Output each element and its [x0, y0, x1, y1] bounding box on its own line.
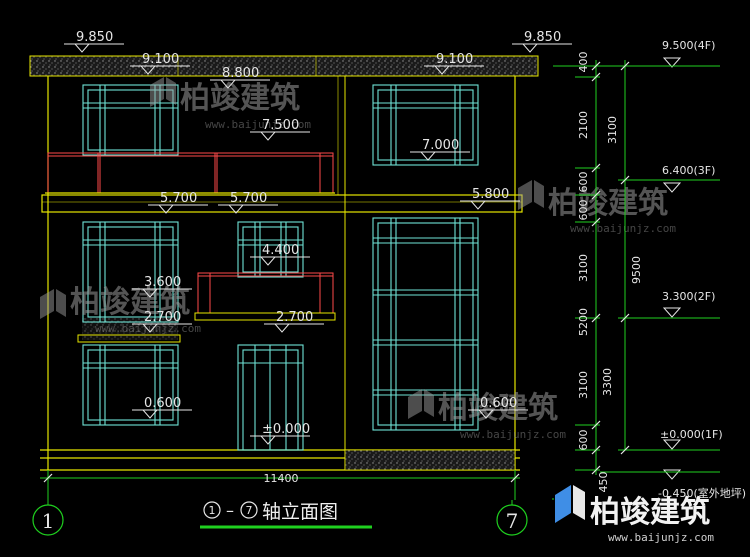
axis-bubble-left: 1: [32, 500, 64, 536]
elevation-label: 9.850: [76, 30, 113, 45]
plinth-hatch: [344, 449, 516, 471]
svg-text:www.baijunjz.com: www.baijunjz.com: [460, 428, 566, 441]
svg-text:600: 600: [577, 430, 590, 451]
elevation-triangle: [157, 204, 175, 214]
svg-text:柏竣建筑: 柏竣建筑: [590, 495, 710, 530]
elevation-triangle: [141, 288, 159, 298]
elevation-triangle: [433, 65, 451, 75]
svg-text:柏竣建筑: 柏竣建筑: [70, 285, 190, 320]
elevation-marks: 9.850 9.850 9.100 8.800 9.100 7.500 7.000 5.700…: [64, 30, 682, 480]
svg-text:www.baijunjz.com: www.baijunjz.com: [570, 222, 676, 235]
elevation-triangle: [477, 409, 495, 419]
elevation-label: 5.800: [472, 187, 509, 202]
elevation-label: 7.000: [422, 138, 459, 153]
overall-width-label: 11400: [264, 472, 299, 485]
svg-text:www.baijunjz.com: www.baijunjz.com: [608, 531, 714, 544]
svg-text:3100: 3100: [606, 116, 619, 144]
watermark-logo-corner: 柏竣建筑 www.baijunjz.com: [555, 485, 714, 544]
svg-text:7: 7: [246, 504, 253, 517]
svg-text:www.baijunjz.com: www.baijunjz.com: [205, 118, 311, 131]
svg-text:3100: 3100: [577, 254, 590, 282]
elevation-label: 7.500: [262, 118, 299, 133]
elevation-label: 2.700: [144, 310, 181, 325]
elevation-triangle: [259, 256, 277, 266]
watermark-logo: 柏竣建筑 www.baijunjz.com: [408, 389, 566, 441]
level-triangle: [662, 182, 682, 193]
elevation-triangle: [259, 435, 277, 445]
right-dimension-texts: 400 2100 600 600 3100 5200 3300 600 450 …: [577, 52, 643, 493]
svg-text:5200: 5200: [577, 308, 590, 336]
svg-text:7: 7: [506, 509, 519, 533]
level-triangle: [662, 439, 682, 450]
elevation-triangle: [259, 131, 277, 141]
elevation-triangle: [469, 200, 487, 210]
roof-parapet: [29, 55, 539, 77]
elevation-label: ±0.000: [262, 422, 310, 437]
elevation-label: 2.700: [276, 310, 313, 325]
elevation-triangle: [141, 323, 159, 333]
svg-text:6.400(3F): 6.400(3F): [662, 164, 715, 177]
svg-text:1: 1: [42, 509, 55, 533]
elevation-label: 4.400: [262, 243, 299, 258]
elevation-triangle: [139, 65, 157, 75]
svg-text:3.300(2F): 3.300(2F): [662, 290, 715, 303]
svg-text:600: 600: [577, 200, 590, 221]
svg-text:轴立面图: 轴立面图: [262, 501, 338, 523]
elevation-label: 5.700: [230, 191, 267, 206]
svg-text:–: –: [226, 501, 234, 520]
elevation-label: 9.850: [524, 30, 561, 45]
drawing-title: 1 – 7 轴立面图: [200, 501, 372, 529]
elevation-label: 3.600: [144, 275, 181, 290]
elevation-triangle: [73, 43, 91, 53]
watermark-logo: 柏竣建筑 www.baijunjz.com: [40, 285, 201, 335]
svg-text:柏竣建筑: 柏竣建筑: [438, 391, 558, 426]
elevation-label: 9.100: [142, 52, 179, 67]
elevation-triangle: [141, 409, 159, 419]
svg-text:600: 600: [577, 172, 590, 193]
svg-text:柏竣建筑: 柏竣建筑: [180, 81, 300, 116]
svg-text:-0.450(室外地坪): -0.450(室外地坪): [658, 486, 746, 500]
elevation-label: 0.600: [480, 396, 517, 411]
elevation-triangle: [219, 79, 237, 89]
svg-text:450: 450: [597, 472, 610, 493]
elevation-label: 0.600: [144, 396, 181, 411]
elevation-triangle: [273, 323, 291, 333]
watermark-logo: 柏竣建筑 www.baijunjz.com: [150, 77, 311, 131]
svg-text:9.500(4F): 9.500(4F): [662, 39, 715, 52]
dimension-ticks: [43, 61, 630, 483]
axis-bubble-right: 7: [496, 500, 528, 536]
svg-text:柏竣建筑: 柏竣建筑: [548, 186, 668, 221]
svg-text:2100: 2100: [577, 111, 590, 139]
level-triangle: [662, 469, 682, 480]
elevation-label: 9.100: [436, 52, 473, 67]
svg-text:1: 1: [209, 504, 216, 517]
svg-text:www.baijunjz.com: www.baijunjz.com: [95, 322, 201, 335]
elevation-label: 5.700: [160, 191, 197, 206]
balcony-railings: [45, 152, 336, 343]
elevation-label: 8.800: [222, 66, 259, 81]
level-triangle: [662, 307, 682, 318]
svg-text:±0.000(1F): ±0.000(1F): [660, 428, 723, 441]
svg-text:9500: 9500: [630, 256, 643, 284]
elevation-triangle: [227, 204, 245, 214]
svg-text:400: 400: [577, 52, 590, 73]
level-triangle: [662, 57, 682, 68]
right-level-labels: 9.500(4F) 6.400(3F) 3.300(2F) ±0.000(1F)…: [658, 39, 746, 500]
svg-text:3300: 3300: [601, 368, 614, 396]
svg-text:3100: 3100: [577, 371, 590, 399]
watermark-logo: 柏竣建筑 www.baijunjz.com: [518, 180, 676, 235]
elevation-triangle: [419, 151, 437, 161]
elevation-triangle: [521, 43, 539, 53]
